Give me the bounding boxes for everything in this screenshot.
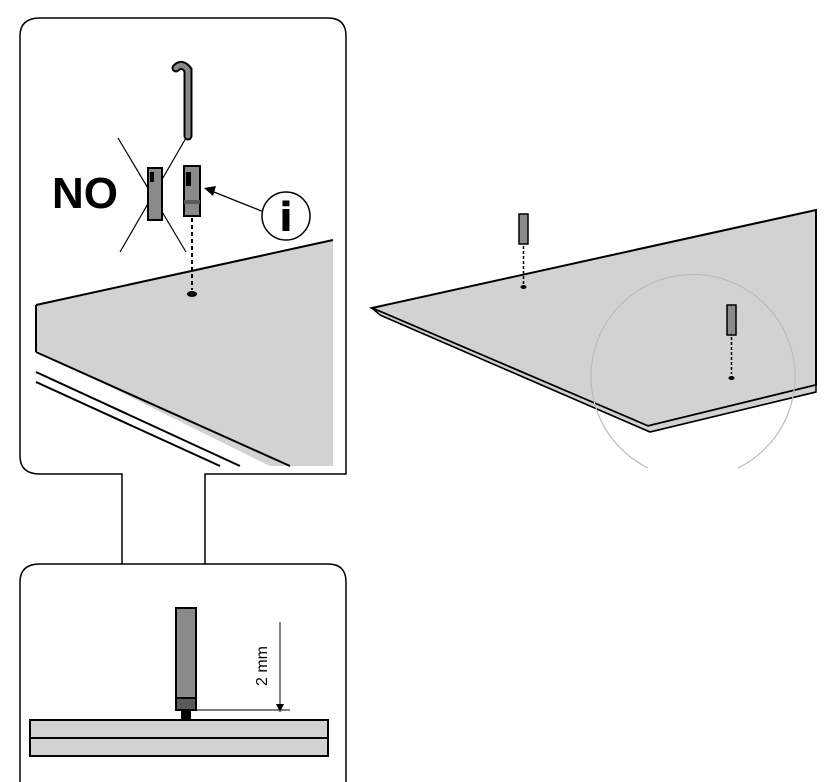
pin-wrong-icon xyxy=(147,167,163,221)
pin-overview-2-icon xyxy=(726,304,737,380)
detail-frame-bottom xyxy=(19,563,347,782)
no-label: NO xyxy=(52,169,118,218)
pin-side-view-icon xyxy=(175,607,197,720)
pin-overview-1-icon xyxy=(518,213,529,289)
dimension-arrow-icon xyxy=(196,622,290,712)
allen-key-icon xyxy=(171,60,193,141)
panel-corner-detail xyxy=(35,239,334,467)
info-label: i xyxy=(279,195,293,241)
dimension-label: 2 mm xyxy=(254,646,271,686)
pin-icon xyxy=(183,165,201,217)
panel-side-view xyxy=(29,719,329,757)
detail-frame-top xyxy=(19,17,347,565)
magnifier-circle-icon xyxy=(590,273,796,469)
panel-overview xyxy=(368,208,817,433)
insertion-path xyxy=(187,218,197,297)
info-icon: i xyxy=(204,186,311,241)
